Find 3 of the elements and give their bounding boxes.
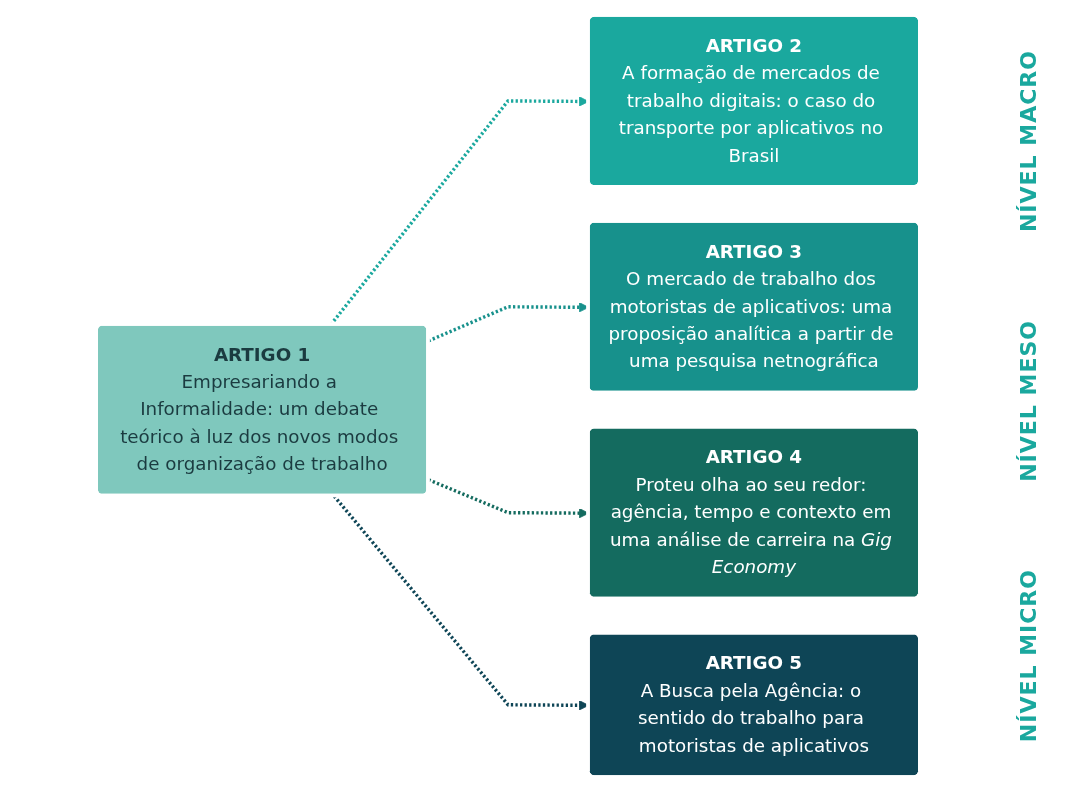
level-label: NÍVEL MICRO — [1016, 568, 1042, 743]
level-label: NÍVEL MACRO — [1016, 49, 1042, 232]
level-label: NÍVEL MESO — [1016, 319, 1042, 482]
